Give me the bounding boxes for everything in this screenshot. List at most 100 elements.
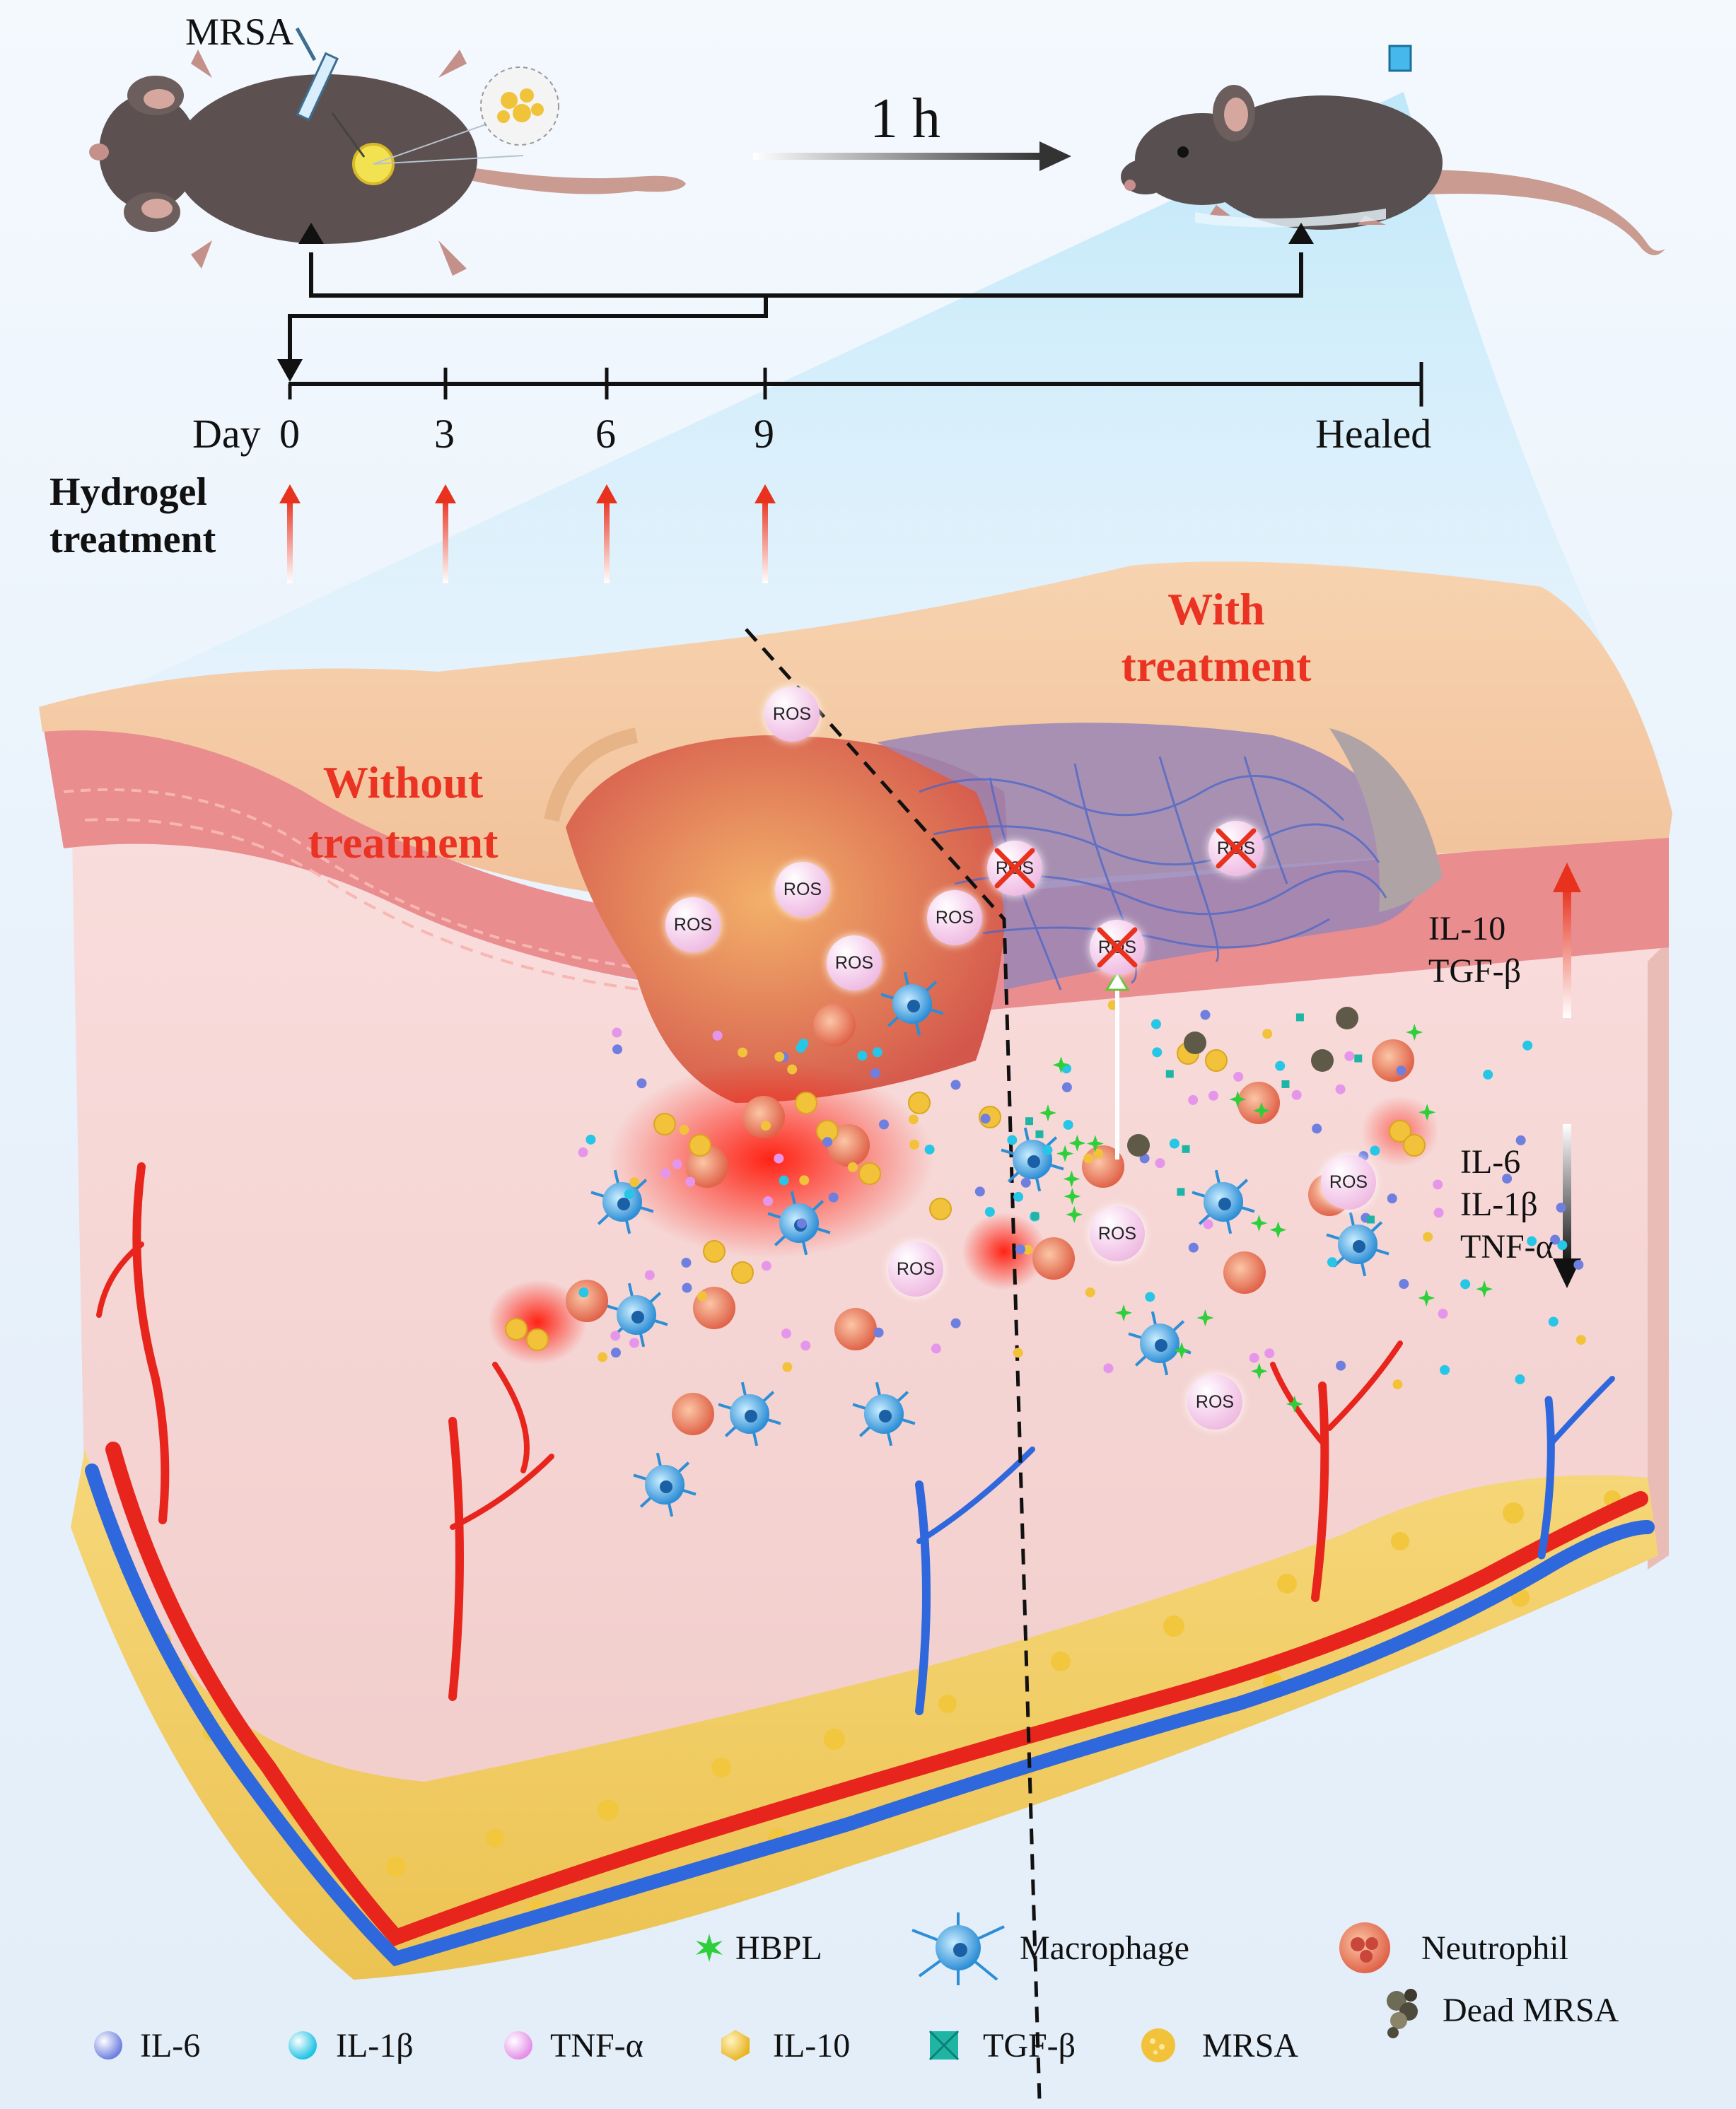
ros-bubble: ROS bbox=[1321, 1155, 1376, 1210]
cytokine-dot bbox=[685, 1176, 696, 1187]
mrsa-icon bbox=[1141, 2028, 1175, 2062]
cytokine-dot bbox=[873, 1327, 884, 1338]
hbpl-particle bbox=[1052, 1056, 1070, 1074]
cytokine-dot bbox=[1438, 1309, 1448, 1319]
mrsa-bacterium bbox=[689, 1134, 711, 1157]
down-arrow-shaft bbox=[1563, 1124, 1571, 1266]
dead-mrsa-bacterium bbox=[1336, 1007, 1358, 1029]
il10-icon bbox=[721, 2030, 750, 2061]
tgfb-particle bbox=[1182, 1145, 1190, 1153]
cytokine-dot bbox=[1460, 1279, 1471, 1290]
down-marker-il1b: IL-1β bbox=[1460, 1186, 1538, 1223]
cytokine-dot bbox=[586, 1134, 596, 1145]
timeline-brackets bbox=[288, 252, 1303, 361]
cytokine-dot bbox=[1433, 1179, 1443, 1190]
hbpl-particle bbox=[1286, 1395, 1303, 1413]
cytokine-dot bbox=[1396, 1065, 1406, 1076]
cytokine-dot bbox=[1152, 1047, 1163, 1058]
cytokine-dot bbox=[1548, 1316, 1559, 1327]
cytokine-dot bbox=[1093, 1148, 1104, 1159]
cytokine-dot bbox=[1262, 1029, 1273, 1039]
cytokine-dot bbox=[1433, 1208, 1444, 1218]
hbpl-particle bbox=[1039, 1104, 1057, 1122]
hbpl-particle bbox=[1196, 1309, 1214, 1326]
neutrophil-cell bbox=[834, 1308, 877, 1350]
cytokine-dot bbox=[787, 1064, 798, 1075]
macrophage-cell bbox=[1326, 1212, 1390, 1277]
cytokine-dot bbox=[712, 1030, 723, 1041]
macrophage-cell bbox=[718, 1381, 781, 1447]
cytokine-dot bbox=[660, 1168, 671, 1179]
cytokine-dot bbox=[1007, 1135, 1018, 1145]
with-treatment-line2: treatment bbox=[1121, 641, 1312, 691]
legend-neutrophil: Neutrophil bbox=[1421, 1929, 1568, 1967]
ros-bubble: ROS bbox=[927, 890, 982, 945]
cytokine-dot bbox=[1370, 1145, 1380, 1156]
hbpl-particle bbox=[1056, 1145, 1074, 1162]
legend-il1b: IL-1β bbox=[336, 2027, 414, 2064]
interval-arrow-shaft bbox=[753, 153, 1043, 160]
neutrophil-cell bbox=[742, 1096, 785, 1138]
cytokine-dot bbox=[629, 1338, 639, 1348]
tgfb-particle bbox=[1354, 1054, 1363, 1063]
day-prefix-label: Day bbox=[192, 411, 261, 457]
hbpl-particle bbox=[1406, 1024, 1423, 1041]
cytokine-dot bbox=[857, 1051, 868, 1061]
cytokine-dot bbox=[1020, 1177, 1031, 1188]
cytokine-dot bbox=[1013, 1191, 1024, 1202]
legend-hbpl: HBPL bbox=[735, 1929, 822, 1967]
cytokine-dot bbox=[1103, 1363, 1114, 1374]
legend-tgfb: TGF-β bbox=[983, 2027, 1076, 2064]
mrsa-bacterium bbox=[908, 1092, 931, 1114]
tgfb-particle bbox=[1366, 1215, 1375, 1224]
cytokine-dot bbox=[578, 1147, 588, 1157]
ros-scavenged-bubble: ROS bbox=[987, 841, 1042, 896]
cytokine-dot bbox=[781, 1328, 792, 1339]
hydrogel-rim bbox=[1329, 728, 1443, 912]
cytokine-dot bbox=[950, 1080, 961, 1090]
cytokine-dot bbox=[1527, 1236, 1537, 1246]
cytokine-dot bbox=[796, 1218, 807, 1229]
cytokine-dot bbox=[1208, 1090, 1219, 1101]
cytokine-dot bbox=[681, 1257, 692, 1268]
interval-label: 1 h bbox=[870, 88, 940, 150]
dead-mrsa-bacterium bbox=[1127, 1134, 1150, 1157]
day-tick-6: 6 bbox=[595, 411, 616, 457]
ros-bubble: ROS bbox=[775, 862, 830, 917]
cytokine-dot bbox=[1291, 1089, 1302, 1100]
ros-bubble: ROS bbox=[1090, 1206, 1145, 1261]
cytokine-dot bbox=[1249, 1353, 1259, 1363]
dead-mrsa-bacterium bbox=[1311, 1049, 1334, 1072]
cytokine-dot bbox=[1061, 1082, 1072, 1092]
hbpl-particle bbox=[1115, 1304, 1133, 1321]
tgfb-particle bbox=[1025, 1117, 1034, 1126]
mouse-sideview-icon bbox=[1121, 45, 1665, 255]
skin-side-face bbox=[1648, 940, 1669, 1570]
cytokine-dot bbox=[796, 1043, 806, 1053]
cytokine-dot bbox=[1336, 1360, 1346, 1371]
cytokine-dot bbox=[697, 1291, 708, 1302]
cytokine-dot bbox=[1399, 1279, 1409, 1290]
neutrophil-cell bbox=[1223, 1251, 1266, 1294]
cytokine-dot bbox=[1155, 1158, 1165, 1169]
cytokine-dot bbox=[1085, 1287, 1095, 1297]
hydrogel-treatment-line1: Hydrogel bbox=[49, 470, 207, 514]
cytokine-dot bbox=[1550, 1234, 1561, 1245]
neutrophil-icon bbox=[1339, 1922, 1390, 1973]
cytokine-dot bbox=[828, 1192, 839, 1203]
tgfb-particle bbox=[1177, 1188, 1185, 1196]
wound-with-treatment bbox=[877, 723, 1428, 990]
legend-il10: IL-10 bbox=[773, 2027, 851, 2064]
il6-icon bbox=[94, 2031, 122, 2060]
neutrophil-cell bbox=[1032, 1237, 1075, 1280]
day-tick-3: 3 bbox=[434, 411, 455, 457]
bracket-arrow-left-icon bbox=[298, 223, 324, 244]
tgfb-particle bbox=[1165, 1070, 1174, 1078]
macrophage-cell bbox=[1192, 1169, 1255, 1234]
hbpl-particle bbox=[1229, 1090, 1247, 1108]
cytokine-dot bbox=[1515, 1135, 1526, 1145]
cytokine-dot bbox=[760, 1121, 771, 1131]
mrsa-bacterium bbox=[858, 1162, 881, 1185]
